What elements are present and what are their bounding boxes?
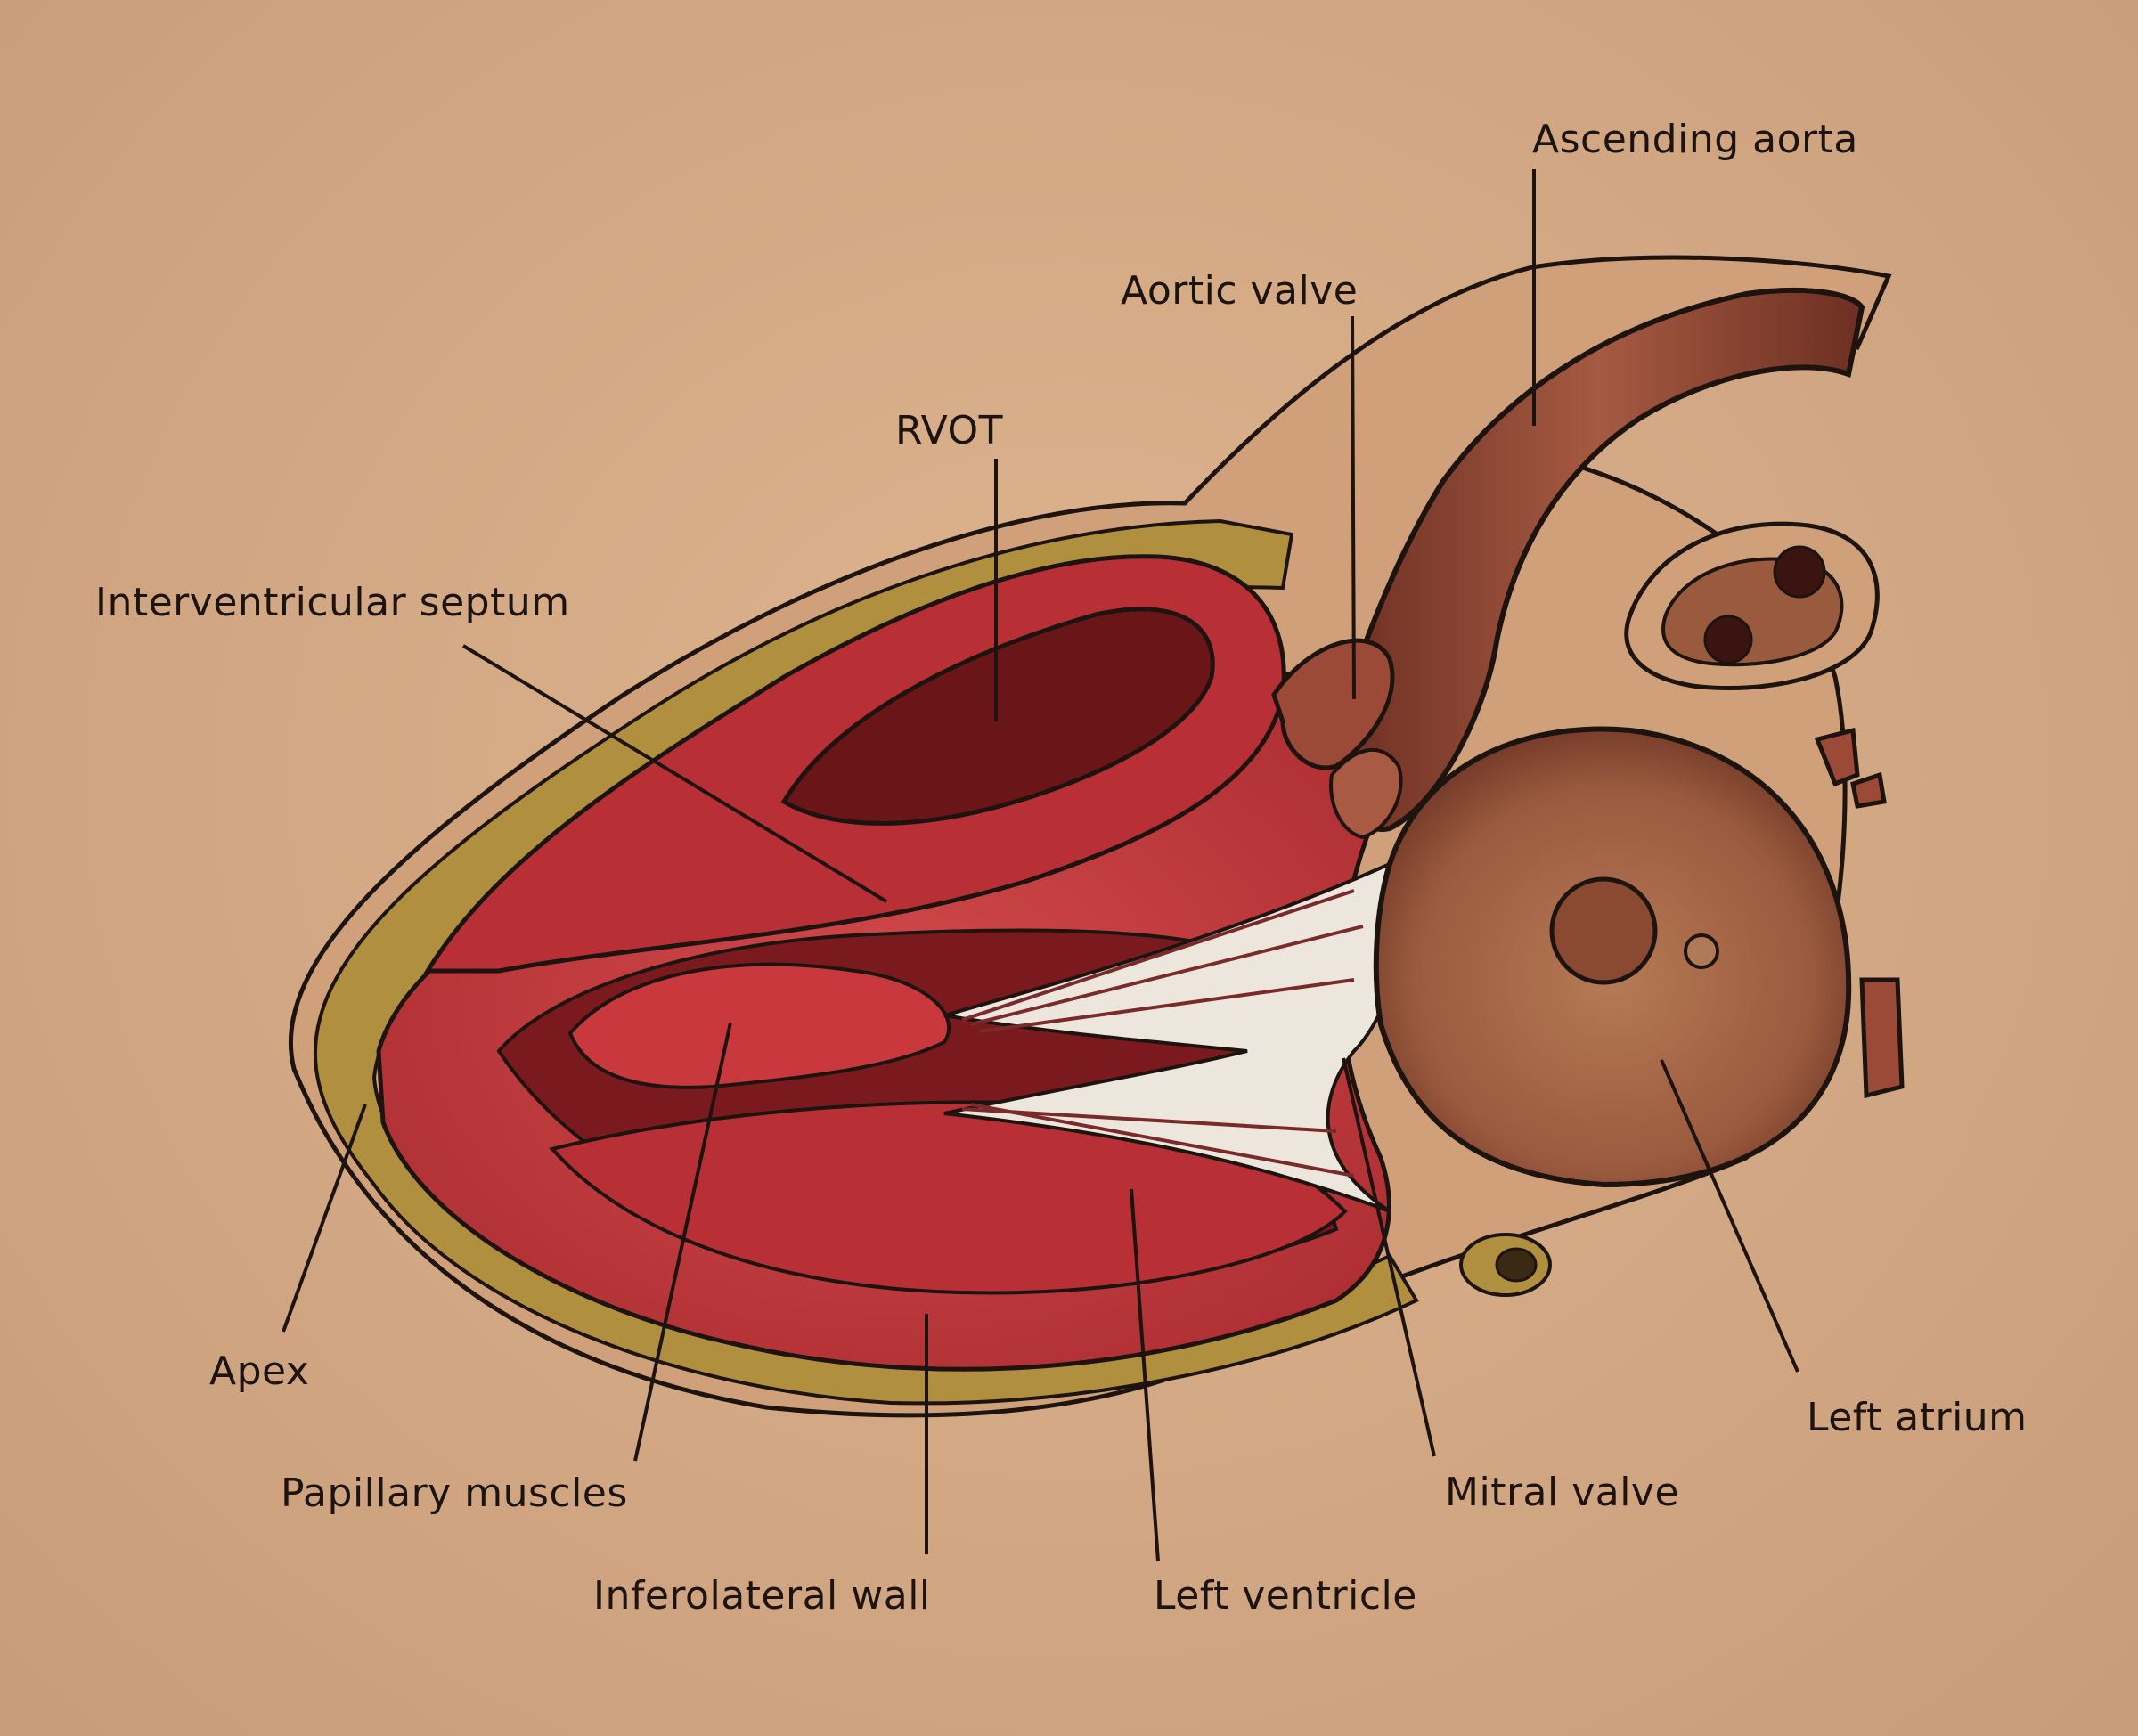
leader-apex [282,1104,367,1333]
coronary-sinus-lumen [1495,1247,1538,1283]
pulmonary-vein-ostium-small [1684,933,1719,969]
leader-lines [282,169,1799,1562]
label-interventricular-septum: Interventricular septum [95,580,570,625]
label-inferolateral-wall: Inferolateral wall [593,1573,931,1618]
label-mitral-valve: Mitral valve [1445,1470,1680,1515]
leader-mitral-valve [1342,1057,1436,1457]
pulmonary-vein-ostium [1549,876,1658,985]
pulmonary-branch-1 [1773,545,1826,599]
leader-interventricular-septum [461,644,888,903]
leader-left-ventricle [1130,1188,1160,1562]
label-ascending-aorta: Ascending aorta [1532,117,1858,162]
aortic-valve-cusps [1271,638,1395,770]
leader-papillary-muscles [633,1022,732,1462]
leader-aortic-valve [1351,315,1356,700]
mitral-valve-tissue [943,861,1403,1213]
lv-posterior-wall [549,1100,1348,1295]
label-left-atrium: Left atrium [1807,1395,2028,1440]
aortic-valve-cusp-2 [1329,748,1403,840]
leader-left-atrium [1660,1059,1799,1373]
label-aortic-valve: Aortic valve [1121,268,1359,314]
left-atrium-rim [1814,727,1905,1099]
rvot-cavity [780,607,1215,826]
label-rvot: RVOT [895,408,1004,453]
ascending-aorta [1333,288,1865,833]
label-papillary-muscles: Papillary muscles [281,1471,628,1516]
papillary-muscle-shape [567,962,951,1089]
pulmonary-branch-2 [1703,615,1753,664]
label-left-ventricle: Left ventricle [1154,1573,1417,1618]
label-apex: Apex [209,1349,310,1394]
chordae-tendineae [961,889,1364,1178]
